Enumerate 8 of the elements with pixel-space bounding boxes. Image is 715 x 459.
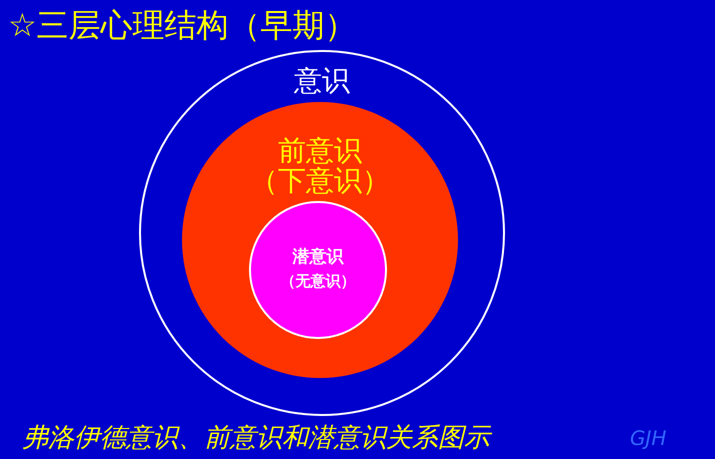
caption: 弗洛伊德意识、前意识和潜意识关系图示 xyxy=(22,420,490,455)
circle-label: 潜意识 xyxy=(292,246,344,268)
circle-sublabel: （无意识） xyxy=(280,272,356,291)
circle-sublabel: （下意识） xyxy=(250,164,390,199)
author-initials: GJH xyxy=(630,426,666,450)
circle-label: 前意识 xyxy=(278,133,362,167)
circle-label: 意识 xyxy=(294,63,350,99)
title: ☆三层心理结构（早期） xyxy=(8,5,357,46)
